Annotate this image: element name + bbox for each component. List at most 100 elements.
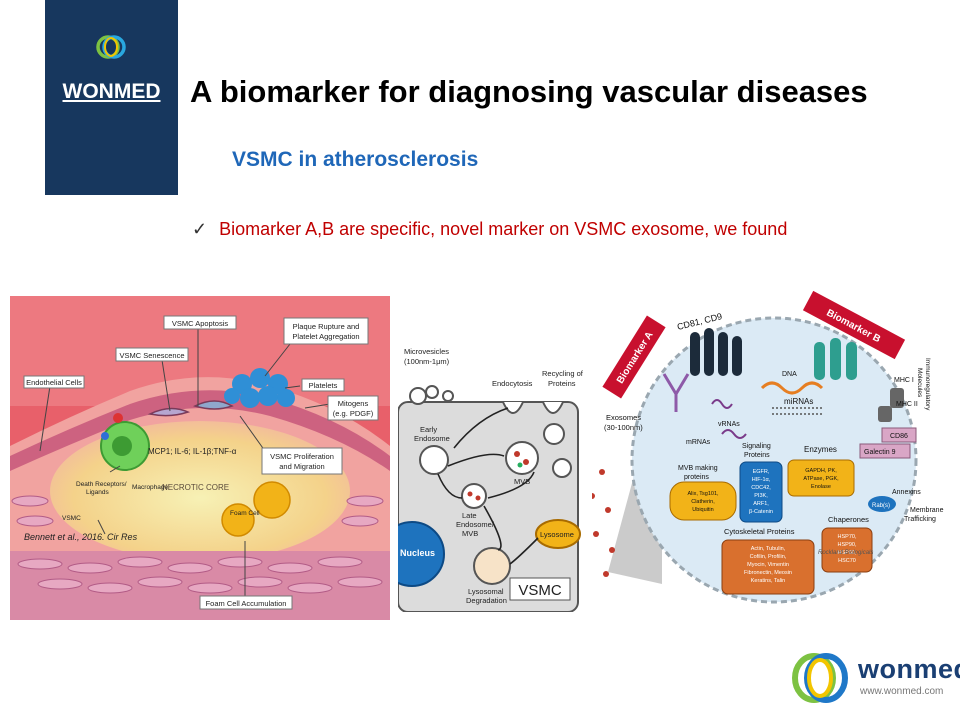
label-macrophage: Macrophage: [132, 484, 169, 491]
figure-citation: Bennett et al., 2016. Cir Res: [24, 532, 138, 542]
label-leaders: [39, 329, 331, 596]
label-early-endosome-1: Early: [420, 425, 437, 434]
label-exosomes-2: (30-100nm): [604, 423, 643, 432]
label-vrnas: vRNAs: [718, 421, 740, 428]
label-chap-list-4: HSC70: [838, 558, 856, 564]
label-cytokines: MCP1; IL-6; IL-1β;TNF-α: [148, 447, 237, 456]
macrophage-cell: [100, 413, 150, 471]
brand-box: WONMED: [45, 0, 178, 195]
label-death-receptors-1: Death Receptors/: [76, 481, 127, 488]
label-enz-list-2: ATPase, PGK,: [803, 476, 839, 482]
label-mvb-proteins-2: proteins: [684, 474, 709, 481]
galectin-box: [859, 443, 911, 459]
label-vsmc-box: VSMC: [518, 582, 562, 599]
nucleus: [398, 521, 445, 587]
label-foam-cell: Foam Cell: [230, 510, 260, 517]
mvb-body: [505, 441, 539, 475]
label-endothelial-cells: Endothelial Cells: [26, 378, 82, 387]
label-chap-list-3: HSP60,: [838, 550, 857, 556]
dna-icon: [760, 381, 824, 395]
label-mhc-2: MHC II: [896, 401, 918, 408]
biomarker-b-receptor-icon: [814, 338, 857, 380]
cytoskeletal-box: [721, 539, 815, 595]
label-vsmc-senescence: VSMC Senescence: [119, 351, 184, 360]
chaperones-box: [821, 527, 873, 573]
cd86-box: [881, 427, 917, 443]
label-dna: DNA: [782, 371, 797, 378]
bullet-item: ✓ Biomarker A,B are specific, novel marke…: [192, 219, 787, 240]
label-late-endosome-2: Endosome/: [456, 520, 495, 529]
label-signaling-2: Proteins: [744, 452, 770, 459]
label-early-endosome-2: Endosome: [414, 434, 450, 443]
label-mirnas: miRNAs: [784, 397, 813, 406]
label-chap-list-2: HSP90,: [838, 542, 857, 548]
vsmc-exosome-pathway-figure: Microvesicles (100nm-1μm) Endocytosis Re…: [398, 347, 584, 612]
label-lysosome: Lysosome: [540, 530, 574, 539]
label-mitogens-1: Mitogens: [338, 399, 369, 408]
footer-logo-icon: [792, 653, 848, 703]
label-membrane-1: Membrane: [910, 507, 944, 514]
label-sig-list-2: HIF-1α,: [752, 477, 771, 483]
label-mvb-list-2: Clatherin,: [691, 499, 715, 505]
label-immuno-2: Molecules: [916, 368, 923, 398]
bullet-text: Biomarker A,B are specific, novel marker…: [219, 219, 788, 239]
late-endosome: [461, 483, 487, 509]
label-plaque-rupture-2: Platelet Aggregation: [292, 332, 359, 341]
label-annexins: Annexins: [892, 489, 921, 496]
label-mitogens-2: (e.g. PDGF): [333, 409, 374, 418]
label-cyto-list-4: Fibronectin, Meosin: [744, 570, 792, 576]
label-galectin: Galectin 9: [864, 449, 896, 456]
vsmc-cells: [147, 400, 234, 417]
label-cytoskeletal: Cytoskeletal Proteins: [724, 527, 795, 536]
label-enz-list-1: GAPDH, PK,: [805, 468, 837, 474]
label-immuno-1: Immunoregulatory: [924, 358, 931, 411]
label-sig-list-1: EGFR,: [753, 469, 770, 475]
label-proliferation-2: and Migration: [279, 462, 324, 471]
label-mvb-list-1: Alix, Tsg101,: [687, 491, 719, 497]
cd81-receptor-icon: [690, 328, 742, 376]
label-exosomes-1: Exosomes: [606, 413, 641, 422]
label-endocytosis: Endocytosis: [492, 379, 533, 388]
label-vsmc-apoptosis: VSMC Apoptosis: [172, 319, 229, 328]
vrna-icon: [711, 399, 733, 409]
smooth-muscle-cells: [11, 495, 384, 594]
label-platelets: Platelets: [309, 381, 338, 390]
label-foam-cell-accumulation: Foam Cell Accumulation: [206, 599, 287, 608]
label-necrotic-core: NECROTIC CORE: [162, 483, 229, 492]
exosome-composition-figure: Biomarker A Biomarker B CD81, CD9 Exosom…: [592, 290, 944, 604]
enzymes-box: [787, 459, 855, 497]
label-cyto-list-5: Keratins, Talin: [751, 578, 785, 584]
biomarker-a-receptor-icon: [662, 373, 690, 412]
label-chaperones: Chaperones: [828, 515, 869, 524]
wonmed-logo-icon: [96, 35, 126, 59]
check-icon: ✓: [192, 219, 208, 239]
lysosome: [535, 519, 581, 549]
page-subtitle: VSMC in atherosclerosis: [232, 148, 479, 171]
label-lysosomal-1: Lysosomal: [468, 587, 504, 596]
mrna-icon: [721, 429, 747, 439]
early-endosome: [419, 445, 449, 475]
label-proliferation-1: VSMC Proliferation: [270, 452, 334, 461]
foam-cells: [221, 481, 291, 537]
label-membrane-2: Trafficking: [904, 516, 936, 523]
label-mvb-proteins-1: MVB making: [678, 465, 718, 472]
label-chap-list-1: HSP70,: [838, 534, 857, 540]
brand-name: WONMED: [62, 80, 161, 103]
mvb-proteins-box: [669, 481, 737, 521]
label-cyto-list-1: Actin, Tubulin,: [751, 546, 786, 552]
signaling-proteins-box: [739, 461, 783, 523]
label-cd81: CD81, CD9: [676, 311, 723, 332]
rab-icon: [868, 496, 896, 512]
page-title: A biomarker for diagnosing vascular dise…: [190, 74, 868, 109]
exosome-dots: [592, 469, 615, 577]
label-enzymes: Enzymes: [804, 445, 837, 454]
label-mvb: MVB: [514, 477, 530, 486]
label-microvesicles-2: (100nm-1μm): [404, 357, 450, 366]
label-sig-list-4: PI3K,: [754, 493, 768, 499]
footer-url: www.wonmed.com: [860, 686, 944, 697]
label-mrnas: mRNAs: [686, 439, 711, 446]
label-sig-list-3: CDC42,: [751, 485, 771, 491]
label-enz-list-3: Enolase: [811, 484, 831, 490]
label-mhc-1: MHC I: [894, 377, 914, 384]
label-death-receptors-2: Ligands: [86, 489, 110, 496]
